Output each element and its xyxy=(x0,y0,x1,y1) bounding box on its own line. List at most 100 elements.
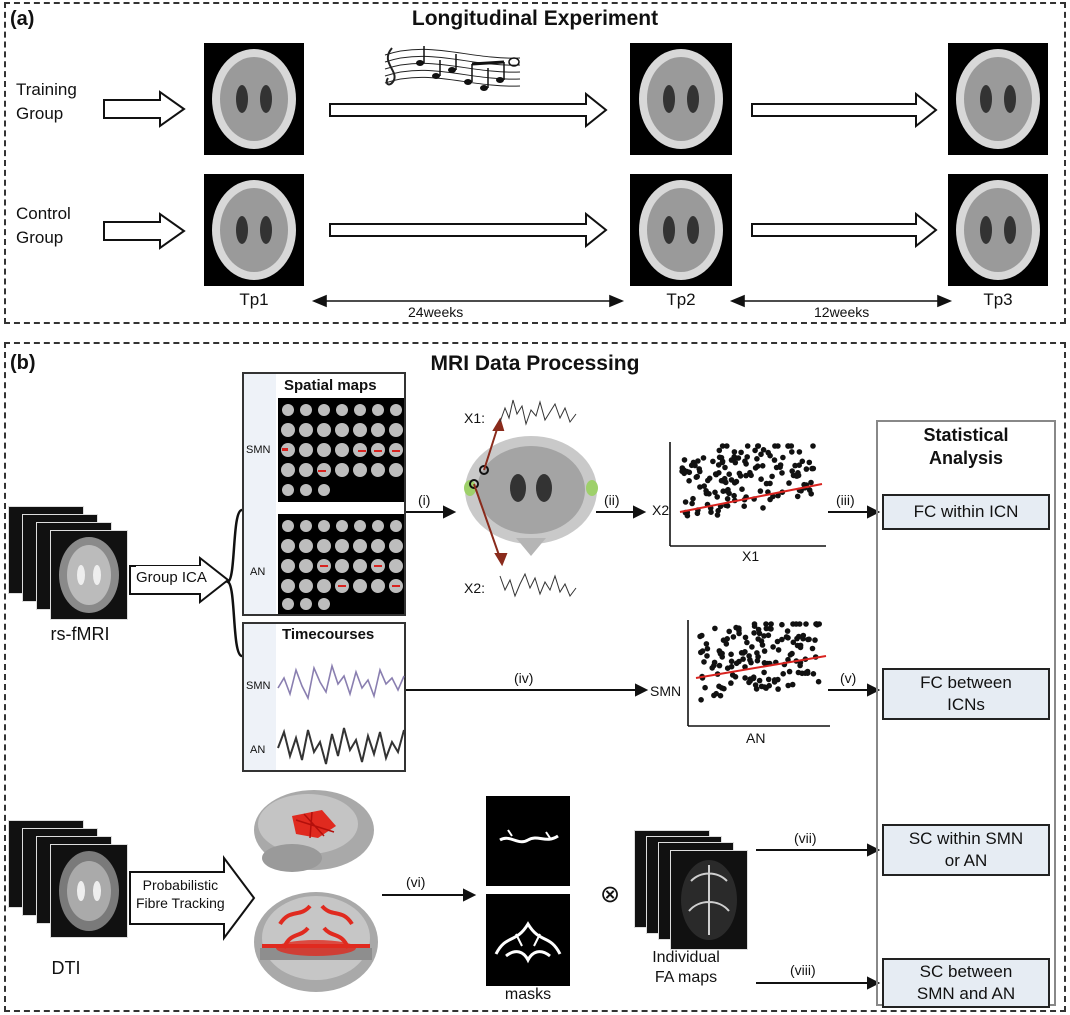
scatter-point xyxy=(810,443,816,449)
step-iv-label: (iv) xyxy=(514,670,534,686)
scatter-point xyxy=(699,632,705,639)
scatter-point xyxy=(726,628,732,635)
scatter-point xyxy=(737,473,744,479)
scatter-point xyxy=(775,686,781,692)
scatter-point xyxy=(797,644,804,651)
scatter-point xyxy=(744,454,750,460)
brain-axial-icon xyxy=(59,851,119,931)
scatter-point xyxy=(723,488,730,494)
scatter-point xyxy=(775,443,781,449)
scatter-point xyxy=(681,470,687,477)
convolution-symbol: ⊗ xyxy=(600,881,621,908)
panel-b-title: MRI Data Processing xyxy=(430,352,640,375)
ica-side-strip xyxy=(244,624,276,770)
scatter-point xyxy=(694,510,701,517)
scatter-point xyxy=(806,636,812,643)
scatter-point xyxy=(785,682,791,689)
scatter-point xyxy=(686,469,693,476)
scatter-point xyxy=(768,626,774,632)
step-iii-label: (iii) xyxy=(836,492,855,508)
step-vii-label: (vii) xyxy=(794,830,817,846)
scatter-point xyxy=(797,662,803,669)
scatter-point xyxy=(710,458,716,465)
scatter-point xyxy=(724,443,730,449)
scatter-point xyxy=(744,639,750,646)
scatter-point xyxy=(724,496,731,502)
smn-spatial-map-grid xyxy=(278,398,404,502)
scatter-point xyxy=(714,512,721,518)
scatter-point xyxy=(711,659,718,666)
brain-axial-icon xyxy=(212,180,296,280)
scatter-point xyxy=(690,495,696,502)
scatter-point xyxy=(796,462,802,468)
scatter-point xyxy=(784,628,791,634)
scatter-point xyxy=(760,447,767,453)
brain-mri-control-tp1 xyxy=(204,174,304,286)
scatter-point xyxy=(731,492,737,499)
smn-timecourse-trace xyxy=(277,663,405,701)
brain-3d-sagittal xyxy=(254,790,374,872)
scatter-point xyxy=(761,669,767,676)
scatter-point xyxy=(704,645,711,652)
x2-label: X2: xyxy=(464,580,486,596)
panel-a-title: Longitudinal Experiment xyxy=(411,7,659,30)
scatter-point xyxy=(767,480,773,487)
scatter2-ylabel: SMN xyxy=(650,683,682,699)
scatter-point xyxy=(723,641,730,647)
scatter-point xyxy=(703,641,710,647)
scatter-point xyxy=(804,670,811,676)
scatter-point xyxy=(806,459,813,466)
scatter-point xyxy=(799,458,806,465)
scatter-point xyxy=(741,503,747,509)
brain-3d-coronal xyxy=(254,892,378,992)
rs-fmri-stack-4 xyxy=(50,530,128,620)
scatter-point xyxy=(758,683,765,690)
ica-side-strip xyxy=(244,374,276,614)
scatter-point xyxy=(783,634,790,640)
scatter-point xyxy=(761,633,767,639)
timecourses-title: Timecourses xyxy=(282,626,375,643)
tp3-label: Tp3 xyxy=(983,290,1013,309)
scatter-point xyxy=(704,653,710,659)
scatter-point xyxy=(789,449,795,455)
scatter-point xyxy=(815,678,822,685)
scatter-point xyxy=(702,684,708,691)
scatter-point xyxy=(794,493,801,500)
scatter-point xyxy=(726,471,732,477)
scatter-point xyxy=(715,507,721,514)
rs-fmri-label: rs-fMRI xyxy=(50,624,110,644)
scatter-point xyxy=(775,647,782,653)
scatter-point xyxy=(699,648,706,654)
scatter-point xyxy=(808,479,814,486)
scatter-point xyxy=(800,632,807,639)
scatter-point xyxy=(712,625,718,632)
scatter-point xyxy=(728,680,734,686)
scatter-point xyxy=(775,492,781,499)
scatter-point xyxy=(751,630,757,636)
scatter-point xyxy=(760,505,766,511)
scatter-point xyxy=(746,653,752,659)
scatter-point xyxy=(785,656,791,663)
scatter-point xyxy=(810,671,817,677)
scatter-point xyxy=(758,476,764,482)
scatter-point xyxy=(749,644,755,650)
scatter-point xyxy=(786,480,792,486)
brace xyxy=(225,508,244,658)
fc-between-icns-box: FC between ICNs xyxy=(882,668,1050,720)
scatter-point xyxy=(774,638,781,645)
scatter-point xyxy=(712,471,719,477)
scatter-plot-smn-an xyxy=(687,620,830,727)
fibre-tracking-label: Probabilistic Fibre Tracking xyxy=(136,877,225,911)
step-i-label: (i) xyxy=(418,492,431,508)
brain-mri-control-tp3 xyxy=(948,174,1048,286)
scatter-point xyxy=(771,679,778,685)
fa-map-icon xyxy=(681,860,737,940)
scatter-point xyxy=(722,464,728,471)
sc-between-box: SC between SMN and AN xyxy=(882,958,1050,1008)
scatter-point xyxy=(706,491,712,497)
scatter-point xyxy=(733,660,740,667)
scatter-point xyxy=(714,494,720,500)
scatter-point xyxy=(780,454,786,461)
group-ica-label: Group ICA xyxy=(136,566,207,590)
tp2-label: Tp2 xyxy=(666,290,696,309)
